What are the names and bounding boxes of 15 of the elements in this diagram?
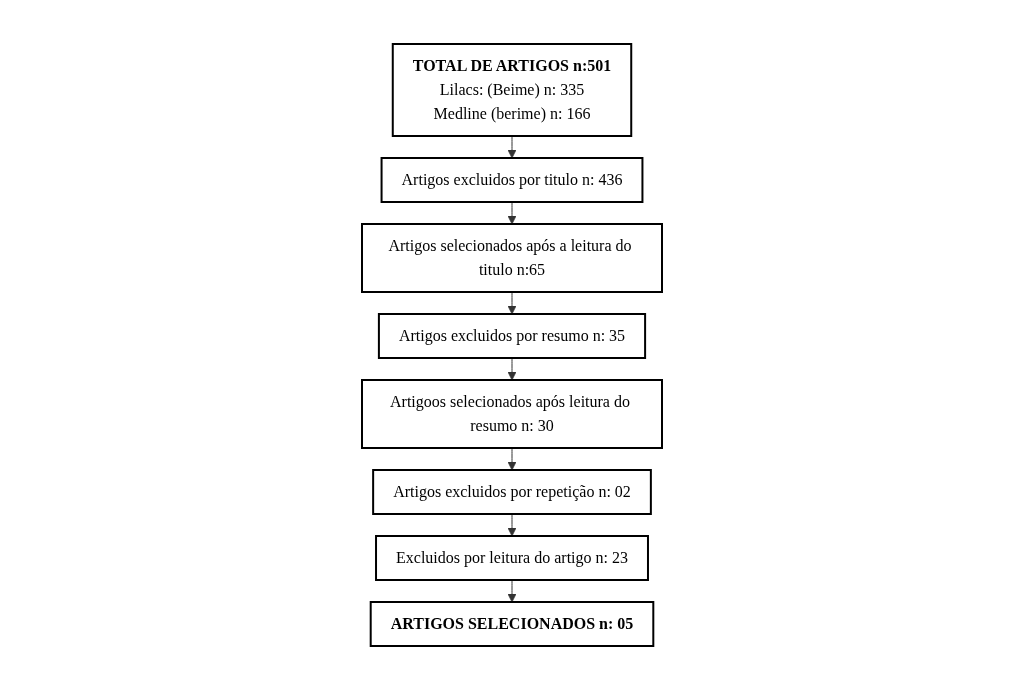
node-box: Artigos excluidos por resumo n: 35 [377,312,646,359]
node-box: ARTIGOS SELECIONADOS n: 05 [369,600,654,647]
arrow [507,201,516,224]
node-box: Artigos excluidos por titulo n: 436 [380,156,643,203]
arrow [507,447,516,470]
arrow [507,291,516,314]
node-box: TOTAL DE ARTIGOS n:501 Lilacs: (Beime) n: 335 Medline (berime) n: 166 [391,42,632,137]
arrow [507,135,516,158]
node-box: Excluidos por leitura do artigo n: 23 [374,534,649,581]
arrow [507,357,516,380]
arrow [507,513,516,536]
node-box: Artigos selecionados após a leitura do titulo n:65 [360,222,663,293]
node-box: Artigos excluidos por repetição n: 02 [371,468,652,515]
node-box: Artigoos selecionados após leitura do resumo n: 30 [360,378,663,449]
arrow [507,579,516,602]
